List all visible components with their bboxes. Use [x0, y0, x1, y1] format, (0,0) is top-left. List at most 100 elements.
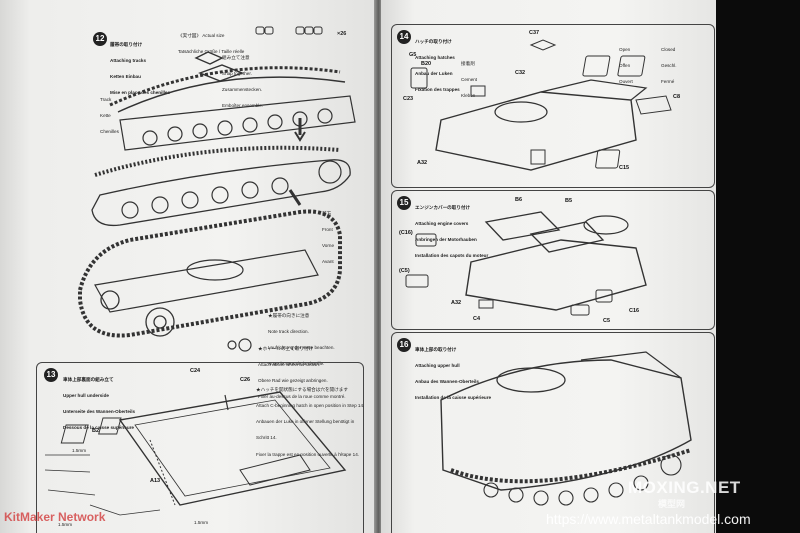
cement-line: Kleben [461, 93, 476, 99]
right-page-illustrations [405, 39, 692, 506]
track-label-line: Track [100, 96, 112, 102]
direction-note-line: ★履帯の向きに注意 [268, 312, 310, 318]
step14-title-line: Attaching hatches [415, 55, 455, 61]
front-label-line: Front [322, 227, 333, 233]
snap-note-line: 組み立て注意 [222, 54, 250, 60]
moxing-sub-watermark: 模型网 [658, 499, 686, 509]
part-label: B20 [421, 61, 432, 67]
part-label: A32 [451, 300, 462, 306]
step14-title-line: Anbau der Luken [415, 71, 453, 77]
front-label-line: Avant [322, 259, 334, 265]
step12-title-line: 履帯の取り付け [110, 41, 143, 47]
step12-number: 12 [93, 32, 107, 46]
wheel-note-line: ★ホイールの上で取り付け [258, 345, 314, 351]
dimension-label: 1.5mm [194, 520, 209, 525]
step14-title: ハッチの取り付け Attaching hatches Anbau der Luk… [415, 28, 460, 104]
direction-note-line: Laufrichtung der Kette beachten. [268, 345, 335, 351]
step12-track-illustration [78, 26, 356, 352]
part-label: (C5) [399, 268, 410, 274]
step12-title-line: Ketten Einbau [110, 74, 141, 80]
step16-title-line: Attaching upper hull [415, 363, 460, 369]
wheel-note-line: Obere Rad wie gezeigt anbringen. [258, 378, 328, 384]
kitmaker-watermark: KitMaker Network [4, 510, 106, 524]
direction-note-line: Noter le sens de la chenille. [268, 361, 325, 367]
track-count: ×26 [337, 31, 347, 37]
track-label-line: Kette [100, 113, 111, 119]
part-label: C24 [190, 368, 201, 374]
part-label: C4 [473, 316, 481, 322]
actual-size-track-links [255, 26, 323, 35]
step13-number: 13 [44, 368, 58, 382]
actual-size-line: 《実寸図》 Actual size [178, 32, 225, 38]
wheel-note: ★ホイールの上で取り付け Attach above wheel as shown… [258, 335, 346, 411]
step16-number: 16 [397, 338, 411, 352]
cement-line: Cement [461, 77, 478, 83]
part-label: G5 [409, 52, 417, 58]
step13-title-line: Unterseite des Wannen-Oberteils [63, 409, 136, 415]
part-label: C32 [515, 70, 526, 76]
part-label: C37 [529, 30, 540, 36]
step15-title: エンジンカバーの取り付け Attaching engine covers Anb… [415, 194, 488, 270]
right-page: 14 ハッチの取り付け Attaching hatches Anbau der … [381, 0, 716, 533]
direction-note-line: Note track direction. [268, 329, 309, 335]
step12-title-line: Mise en place des chenilles [110, 90, 171, 96]
open-label: Open Offen Ouvert [619, 36, 633, 95]
dimension-label: 1.5mm [58, 522, 73, 527]
cement-line: 接着剤 [461, 60, 475, 66]
step16-title: 車体上部の取り付け Attaching upper hull Anbau des… [415, 336, 491, 412]
step13-title-line: Dessous de la caisse supérieure [63, 425, 134, 431]
track-label-line: Chenilles [100, 129, 119, 135]
step15-title-line: Anbringen der Motorhauben [415, 237, 477, 243]
cement-note: 接着剤 Cement Kleben [461, 50, 477, 109]
step16-title-line: 車体上部の取り付け [415, 346, 457, 352]
part-label: C8 [673, 94, 681, 100]
step16-title-line: Installation de la caisse supérieure [415, 395, 492, 401]
step14-title-line: Fixation des trappes [415, 87, 460, 93]
step14-frame [391, 24, 715, 188]
track-label: Track Kette Chenilles [100, 86, 119, 145]
closed-line: Geschl. [661, 63, 677, 69]
step13-frame [36, 362, 364, 533]
dimension-label: 1.5mm [72, 448, 87, 453]
c26-note-line: Schritt 14. [256, 435, 277, 441]
front-label-line: Vorne [322, 243, 335, 249]
step15-frame [391, 190, 715, 330]
site-url-watermark: https://www.metaltankmodel.com [546, 511, 751, 527]
step15-title-line: Attaching engine covers [415, 221, 469, 227]
wheel-note-line: Attach above wheel as shown. [258, 362, 321, 368]
moxing-watermark: MOXING.NET [628, 478, 741, 497]
part-label: C26 [240, 377, 251, 383]
actual-size-label: 《実寸図》 Actual size Tatsächliche Größe / T… [178, 22, 244, 65]
closed-line: Closed [661, 46, 676, 52]
part-label: B2 [92, 428, 100, 434]
open-line: Ouvert [619, 79, 633, 85]
step12-title: 履帯の取り付け Attaching tracks Ketten Einbau M… [110, 31, 170, 107]
step13-title: 車体上部裏面の組み立て Upper hull underside Unterse… [63, 366, 135, 442]
part-label: B6 [515, 197, 523, 203]
wheel-note-line: Fixer au-dessus de la roue comme montré. [258, 394, 346, 400]
c26-note-line: ★ハッチを開状態にする場合は穴を開けます [256, 386, 348, 392]
step16-frame [391, 332, 715, 533]
step12-title-line: Attaching tracks [110, 58, 146, 64]
part-label: C5 [603, 318, 611, 324]
open-line: Offen [619, 63, 631, 69]
part-label: A32 [417, 160, 428, 166]
step14-title-line: ハッチの取り付け [415, 38, 452, 44]
part-label: (C16) [399, 230, 413, 236]
snap-note-line: Zusammenstecken. [222, 87, 263, 93]
part-label: A13 [150, 478, 161, 484]
c26-note-line: Anbauen der Luke in offener Stellung ben… [256, 419, 355, 425]
step13-hull-underside-illustration [44, 391, 347, 516]
part-label: B5 [565, 198, 573, 204]
step15-number: 15 [397, 196, 411, 210]
actual-size-line: Tatsächliche Größe / Taille réelle [178, 49, 245, 55]
step15-title-line: Installation des capots du moteur [415, 253, 489, 259]
book-spine [374, 0, 383, 533]
step15-title-line: エンジンカバーの取り付け [415, 204, 471, 210]
left-page: 12 履帯の取り付け Attaching tracks Ketten Einba… [0, 0, 376, 533]
part-label: C16 [629, 308, 640, 314]
part-label: C23 [403, 96, 414, 102]
open-line: Open [619, 46, 631, 52]
step13-title-line: 車体上部裏面の組み立て [63, 376, 114, 382]
part-label: C15 [619, 165, 630, 171]
